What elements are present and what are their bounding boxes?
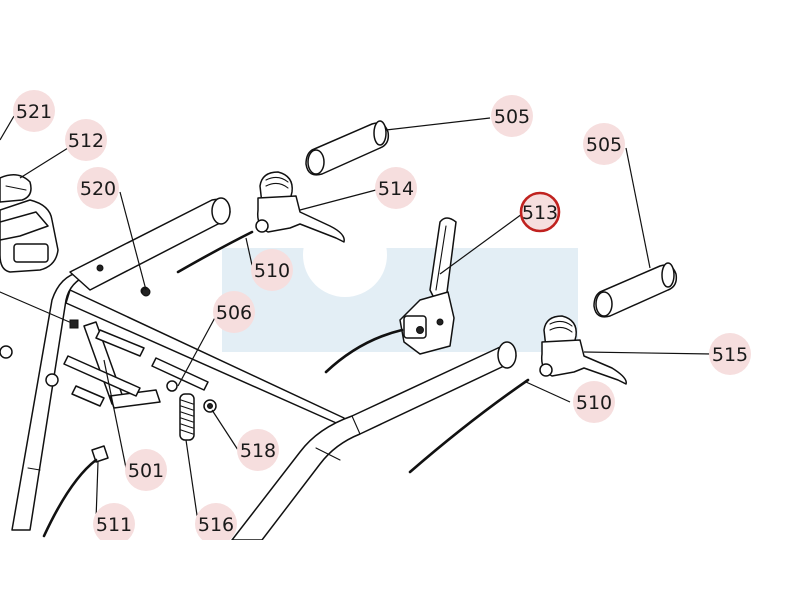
svg-text:510: 510 bbox=[576, 392, 612, 414]
callout-505-upper: 505 bbox=[491, 95, 533, 137]
exploded-parts-diagram: 521 512 520 505 505 514 513 510 506 515 … bbox=[0, 90, 751, 540]
callout-521: 521 bbox=[13, 90, 55, 132]
cable-511 bbox=[42, 445, 109, 538]
svg-text:516: 516 bbox=[198, 514, 234, 536]
svg-text:518: 518 bbox=[240, 440, 276, 462]
washers-518 bbox=[166, 380, 217, 413]
handlebar-frame bbox=[11, 197, 517, 540]
svg-text:514: 514 bbox=[378, 178, 414, 200]
svg-text:506: 506 bbox=[216, 302, 252, 324]
svg-text:513: 513 bbox=[522, 202, 558, 224]
svg-text:501: 501 bbox=[128, 460, 164, 482]
callout-513-highlighted: 513 bbox=[519, 191, 561, 233]
svg-text:510: 510 bbox=[254, 260, 290, 282]
lever-515 bbox=[539, 315, 627, 385]
callout-511: 511 bbox=[93, 503, 135, 540]
callout-515: 515 bbox=[709, 333, 751, 375]
callout-516: 516 bbox=[195, 503, 237, 540]
control-box-512 bbox=[0, 174, 59, 273]
svg-text:512: 512 bbox=[68, 130, 104, 152]
callout-514: 514 bbox=[375, 167, 417, 209]
cable-510-left bbox=[176, 230, 254, 274]
callout-518: 518 bbox=[237, 429, 279, 471]
callout-505-right: 505 bbox=[583, 123, 625, 165]
callout-506: 506 bbox=[213, 291, 255, 333]
spring-516 bbox=[179, 393, 195, 441]
callout-510-right: 510 bbox=[573, 381, 615, 423]
callout-520: 520 bbox=[77, 167, 119, 209]
leader-lines bbox=[0, 115, 713, 523]
lever-514 bbox=[255, 171, 345, 243]
blank-bottom-area bbox=[0, 540, 800, 600]
svg-text:515: 515 bbox=[712, 344, 748, 366]
svg-text:511: 511 bbox=[96, 514, 132, 536]
left-edge-parts bbox=[0, 291, 79, 471]
callout-501: 501 bbox=[125, 449, 167, 491]
grip-505-upper bbox=[305, 120, 390, 176]
center-lever-513 bbox=[324, 217, 457, 374]
callout-512: 512 bbox=[65, 119, 107, 161]
grip-505-right bbox=[593, 262, 678, 318]
svg-text:505: 505 bbox=[494, 106, 530, 128]
svg-text:521: 521 bbox=[16, 101, 52, 123]
svg-text:505: 505 bbox=[586, 134, 622, 156]
svg-text:520: 520 bbox=[80, 178, 116, 200]
callout-510-left: 510 bbox=[251, 249, 293, 291]
cable-510-right bbox=[408, 378, 530, 474]
